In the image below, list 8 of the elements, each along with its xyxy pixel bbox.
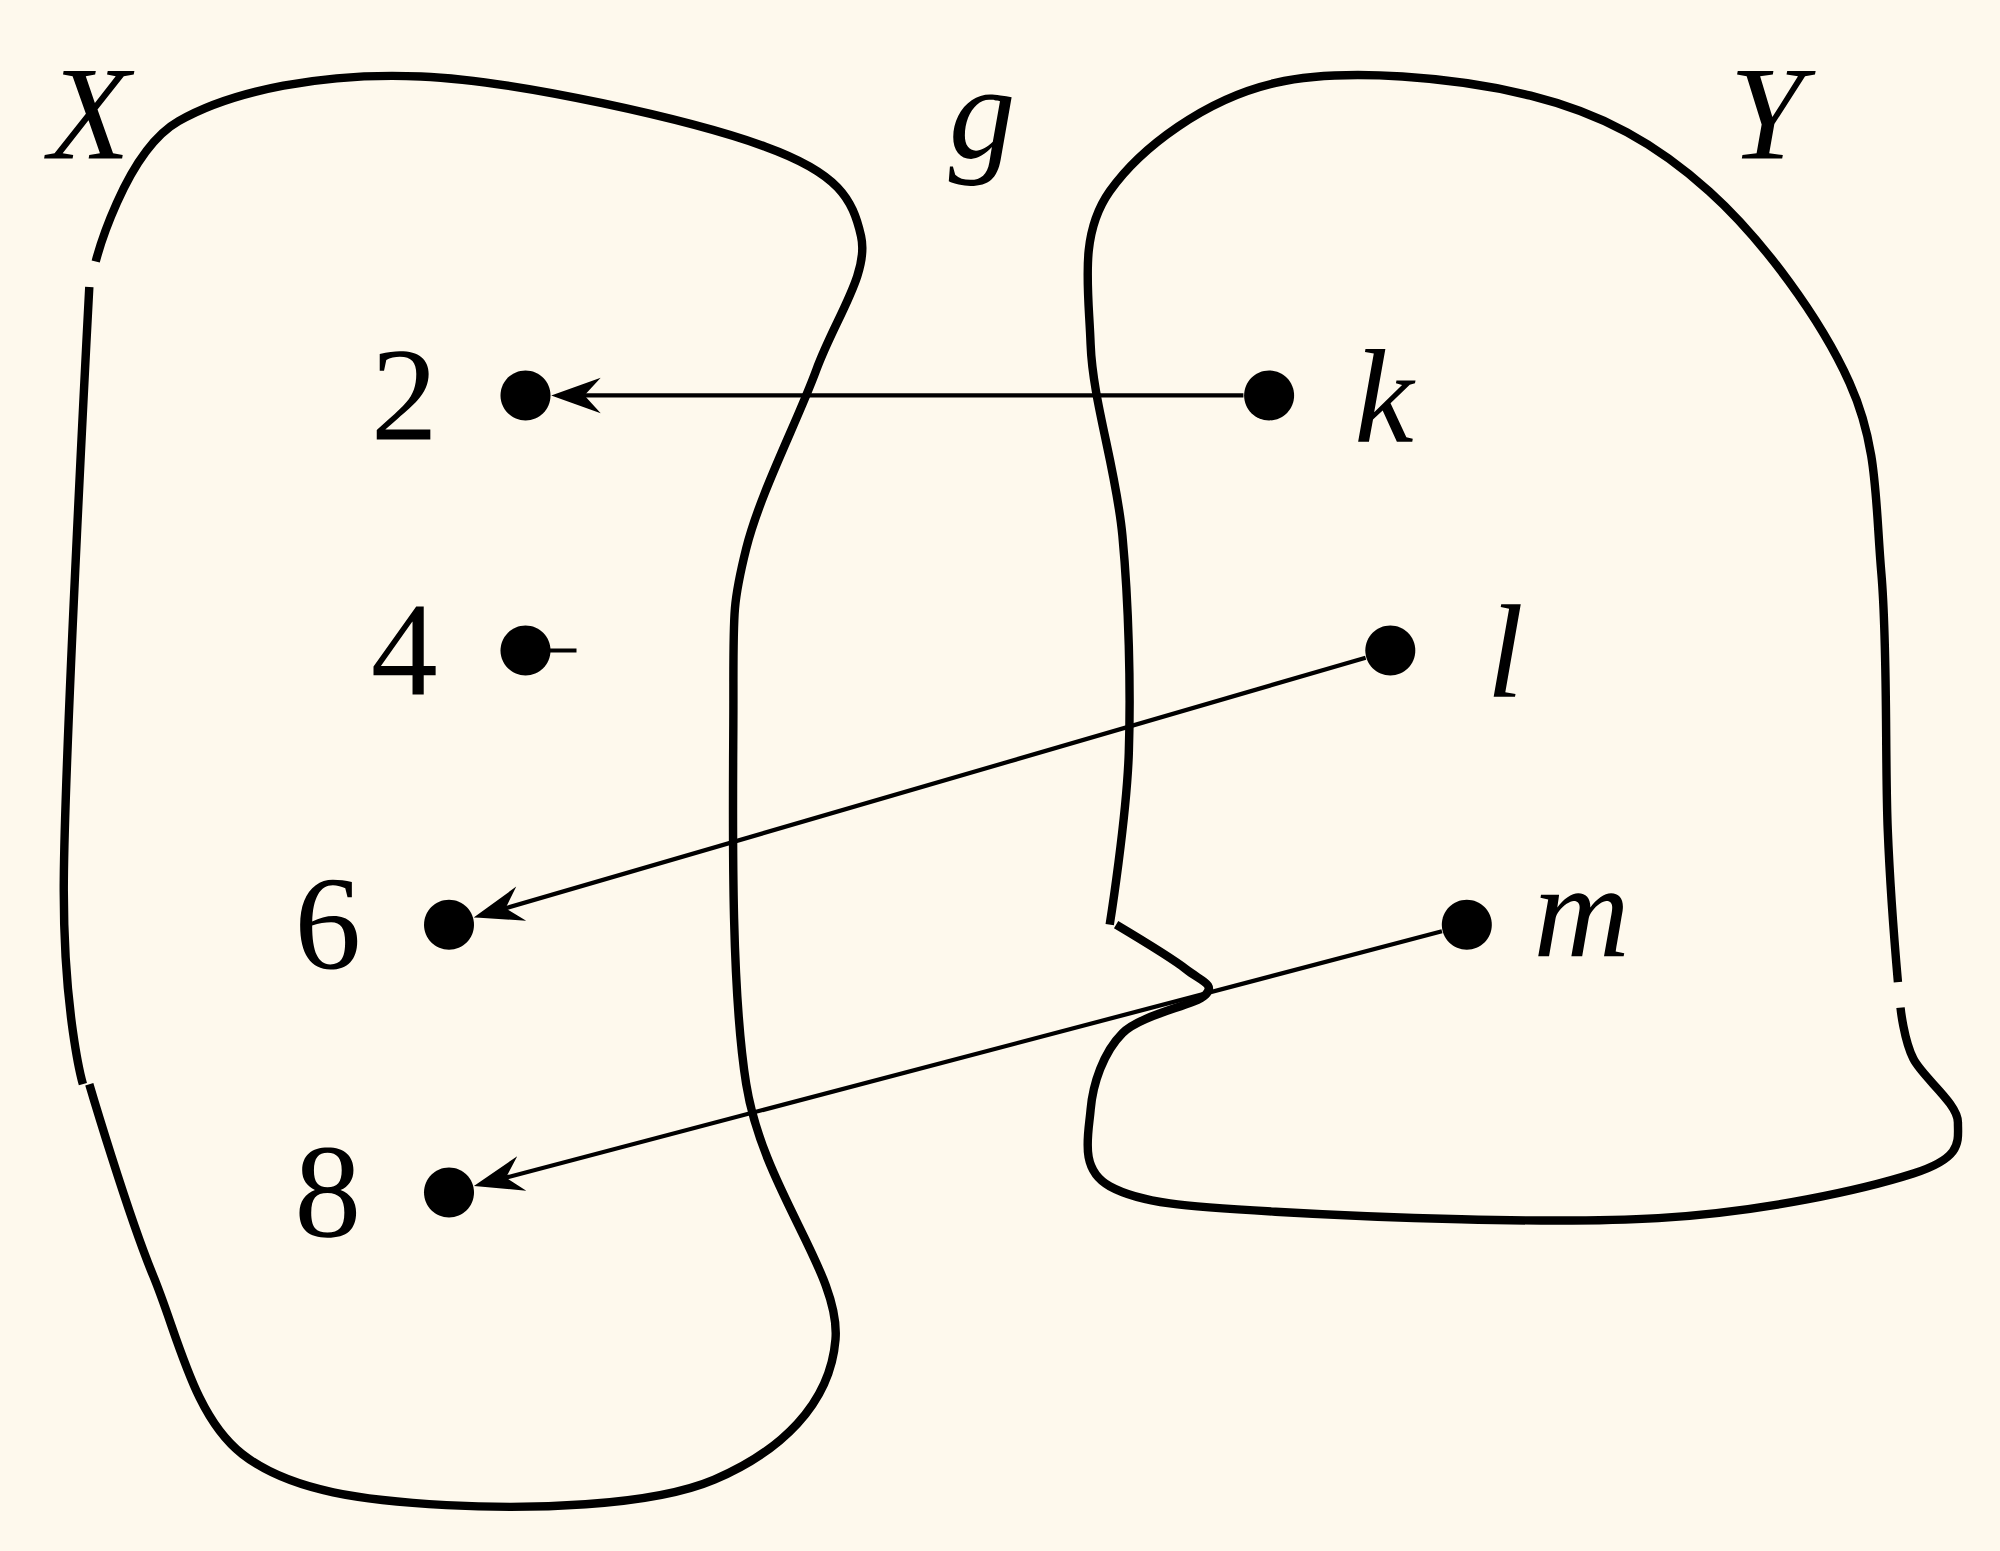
node-label: m xyxy=(1538,893,1625,957)
node-label: 4 xyxy=(373,606,436,695)
node-label: 2 xyxy=(376,351,431,440)
node-label: k xyxy=(1358,349,1416,442)
node-label: 8 xyxy=(299,1147,357,1238)
node-label: 6 xyxy=(300,879,358,970)
function-label: g xyxy=(948,94,1012,186)
node-label: l xyxy=(1493,604,1521,697)
